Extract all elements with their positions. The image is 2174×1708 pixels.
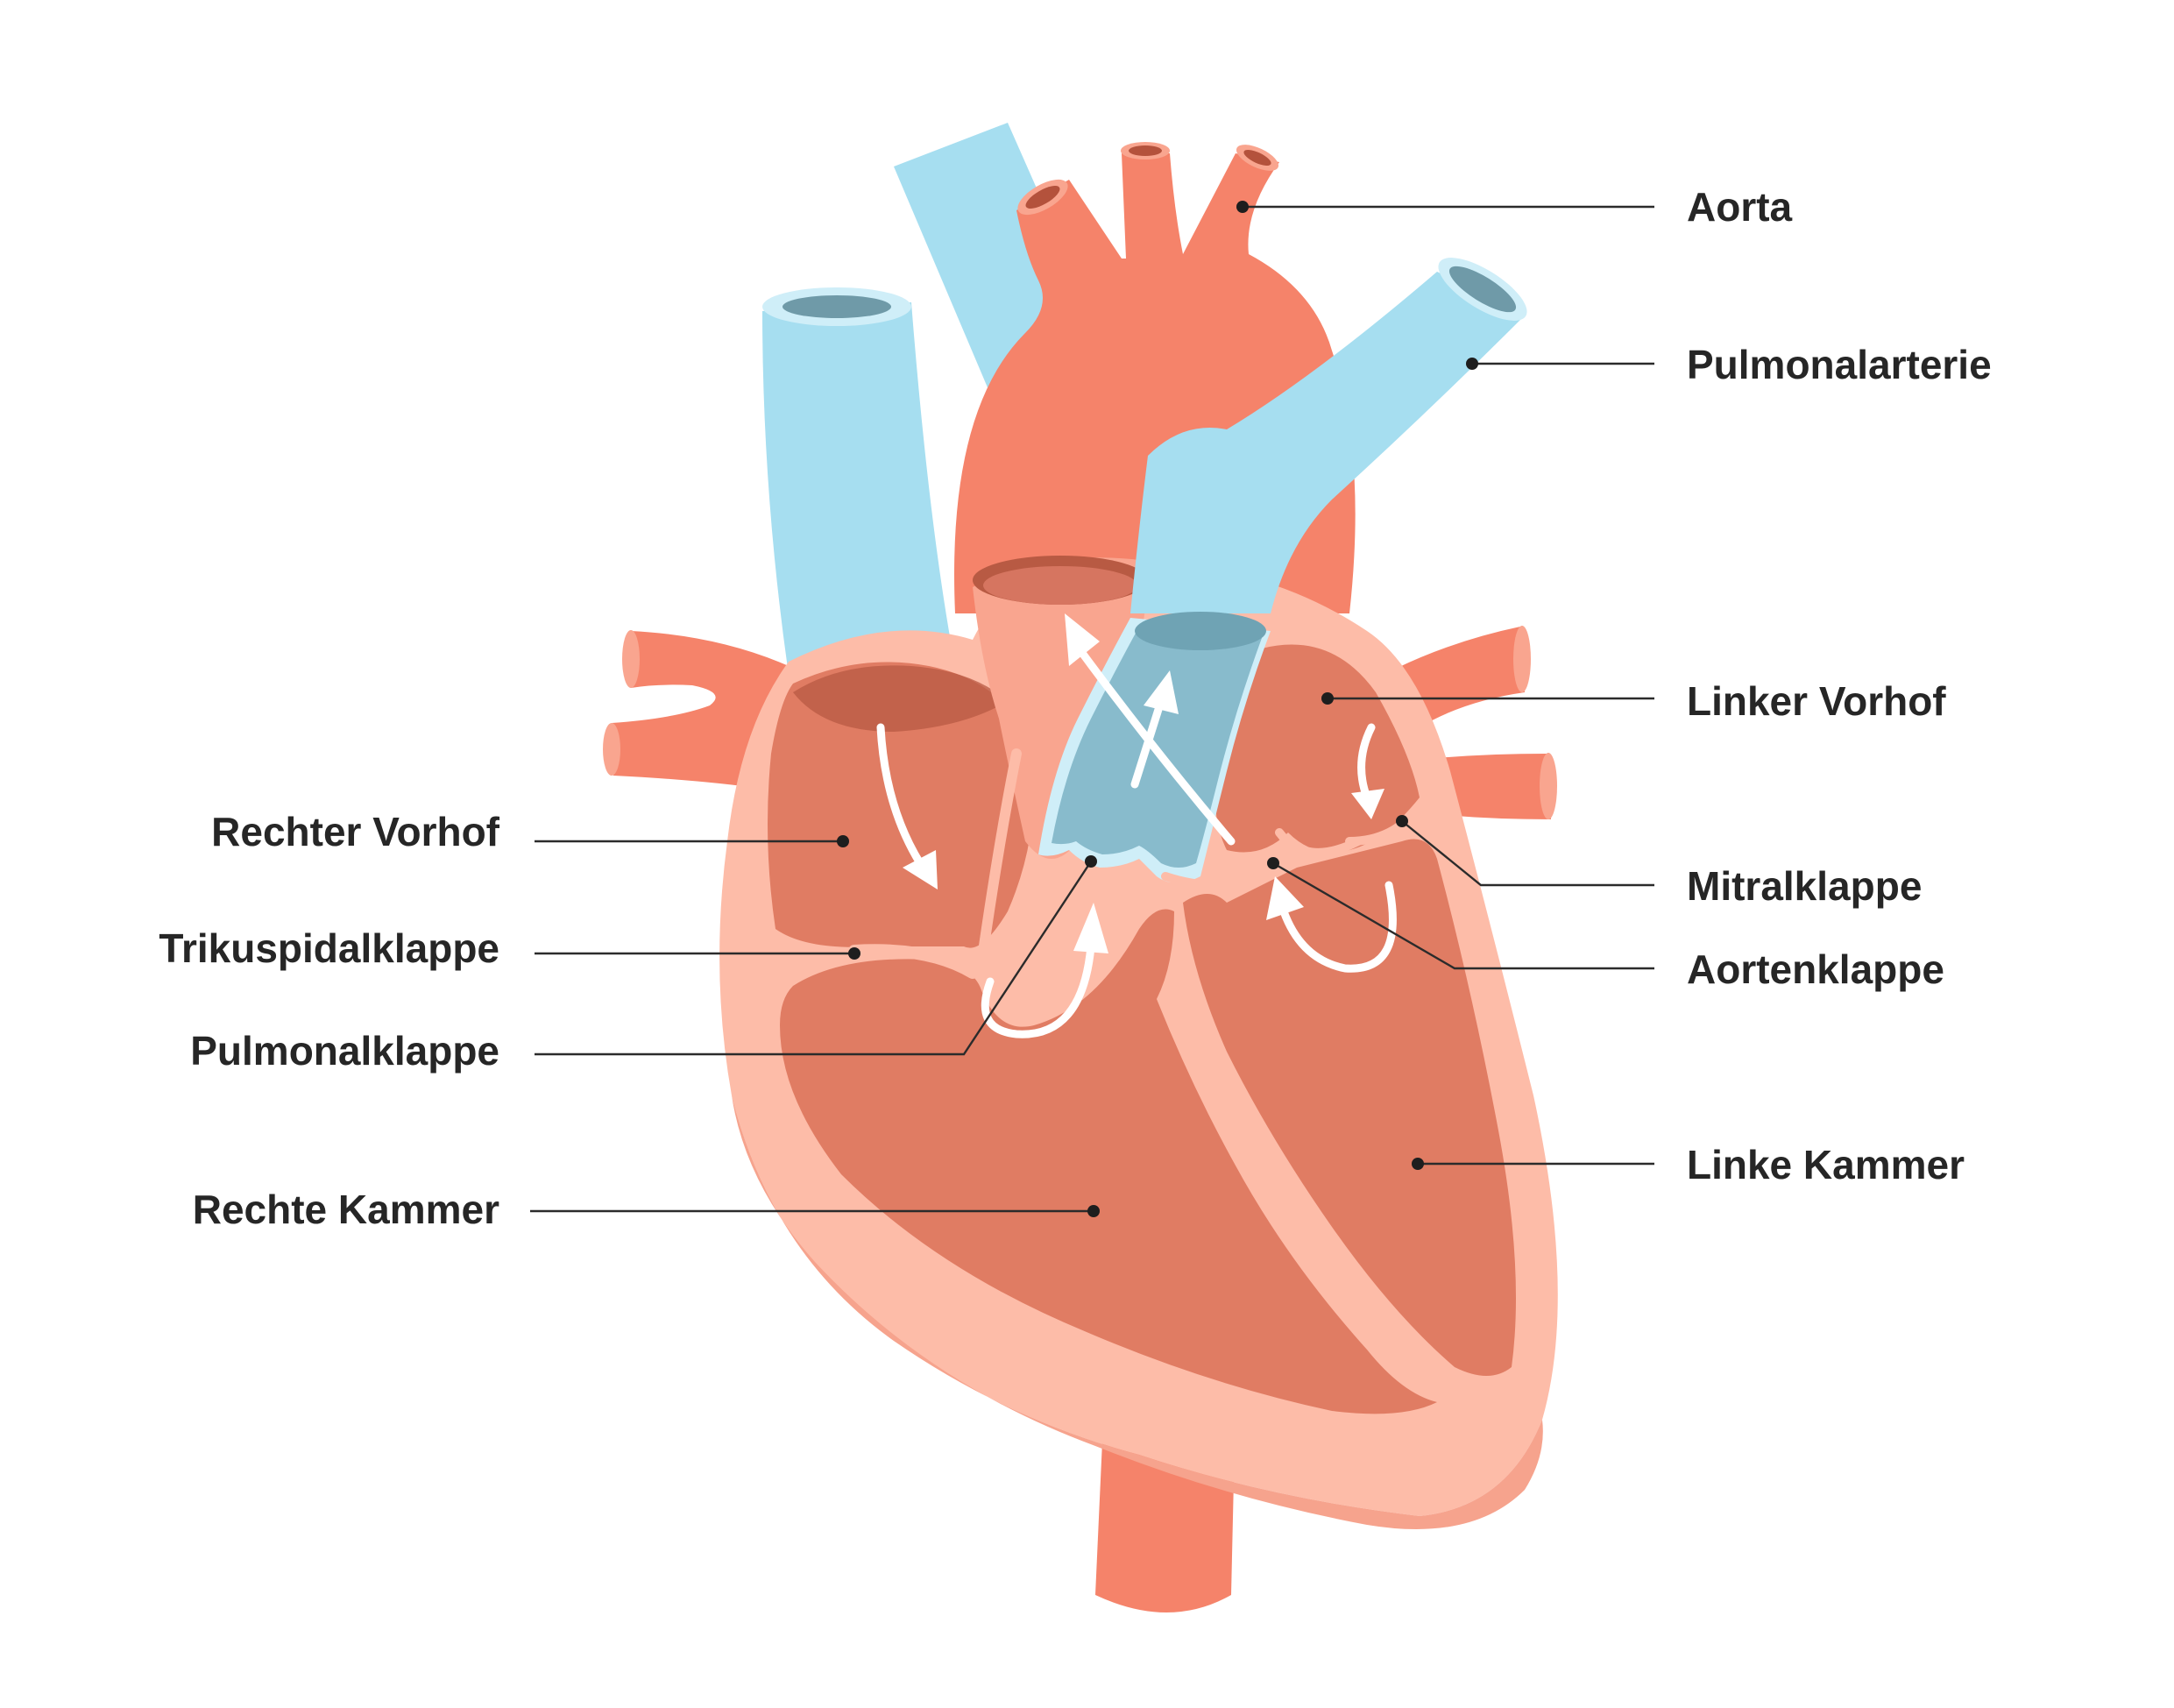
flow-arrowhead-right-ventricle-icon <box>1073 903 1108 953</box>
flow-arrowhead-right-atrium-icon <box>903 850 938 889</box>
label-rechte-kammer: Rechte Kammer <box>193 1187 499 1232</box>
pulmonary-veins-left <box>603 630 789 789</box>
label-pulmonalarterie: Pulmonalarterie <box>1687 342 1992 387</box>
right-ventricle <box>780 909 1437 1414</box>
valve-flaps <box>848 748 1424 979</box>
label-linke-kammer: Linke Kammer <box>1687 1142 1965 1187</box>
right-atrium-roof <box>793 665 1008 732</box>
label-mitralklappe: Mitralklappe <box>1687 863 1922 909</box>
superior-vena-cava <box>762 287 955 675</box>
label-linker-vorhof: Linker Vorhof <box>1687 678 1946 724</box>
flow-arrowhead-left-atrium-icon <box>1351 789 1384 819</box>
leader-lines <box>530 201 1654 1217</box>
pulmonary-artery-vessel <box>1130 258 1527 613</box>
left-ventricle <box>1183 839 1516 1376</box>
label-aortenklappe: Aortenklappe <box>1687 946 1944 992</box>
flow-arrow-left-atrium-icon <box>1357 723 1376 802</box>
label-pulmonalklappe: Pulmonalklappe <box>190 1028 499 1074</box>
flow-arrow-right-ventricle-icon <box>981 942 1095 1038</box>
label-trikuspidalklappe: Trikuspidalklappe <box>159 925 499 971</box>
flow-arrow-right-atrium-icon <box>876 723 924 868</box>
flow-arrowhead-pulmonary-trunk-icon <box>1144 670 1179 714</box>
flow-arrowhead-left-ventricle-icon <box>1266 876 1304 920</box>
right-atrium <box>768 662 1035 948</box>
label-aorta: Aorta <box>1687 184 1793 230</box>
label-rechter-vorhof: Rechter Vorhof <box>211 809 500 854</box>
flow-arrow-aortic-root-icon <box>1078 648 1236 846</box>
aortic-root <box>973 557 1148 859</box>
flow-arrows <box>876 613 1397 1038</box>
flow-arrow-left-ventricle-icon <box>1279 881 1397 973</box>
flow-arrowhead-aortic-root-icon <box>1065 613 1100 666</box>
labels: Aorta Pulmonalarterie Linker Vorhof Mitr… <box>159 184 1991 1232</box>
